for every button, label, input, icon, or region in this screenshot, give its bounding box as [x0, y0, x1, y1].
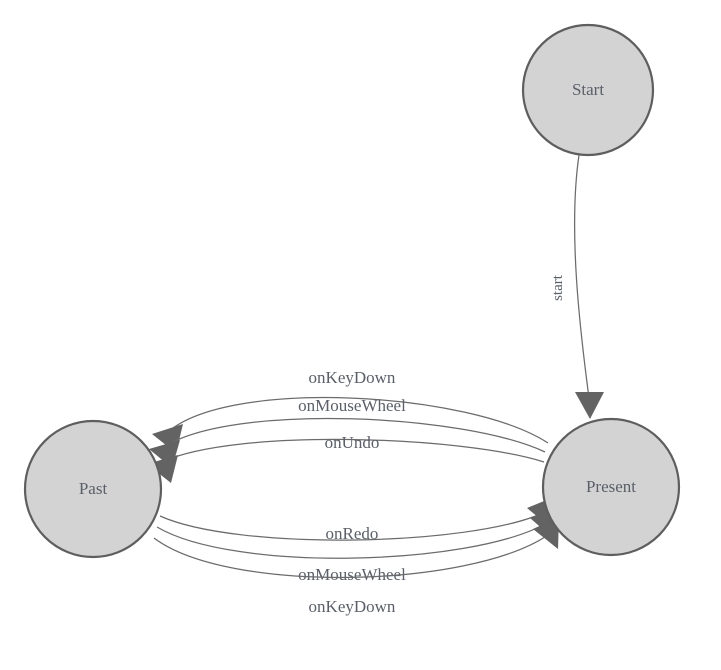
node-start-circle: [521, 23, 655, 157]
edge-past-to-present-onkeydown-path: [153, 534, 549, 579]
edge-present-to-past-onundo-path: [161, 438, 545, 463]
node-present-label: Present: [586, 477, 636, 496]
node-start[interactable]: Start: [521, 23, 655, 157]
edge-present-to-past-onmousewheel-path: [163, 417, 546, 453]
edge-start-to-present-arrowhead: [575, 392, 604, 419]
node-past-circle: [23, 419, 163, 559]
edge-present-to-past-onmousewheel[interactable]: onMouseWheel: [149, 396, 546, 468]
edge-start-to-present-path: [574, 154, 590, 399]
edge-start-to-present-label: start: [550, 274, 566, 301]
edge-start-to-present[interactable]: start: [550, 154, 604, 419]
node-present[interactable]: Present: [541, 417, 681, 557]
edge-past-to-present-onredo-path: [159, 512, 544, 541]
edge-past-to-present-onredo[interactable]: onRedo: [159, 497, 554, 543]
node-past-label: Past: [79, 479, 108, 498]
edge-past-to-present-onkeydown-label: onKeyDown: [309, 597, 396, 616]
node-present-circle: [541, 417, 681, 557]
edge-past-to-present-onmousewheel-label: onMouseWheel: [298, 565, 406, 584]
edge-past-to-present-onmousewheel-path: [156, 523, 546, 559]
edge-past-to-present-onkeydown[interactable]: onKeyDown: [153, 517, 559, 616]
edge-past-to-present-onredo-label: onRedo: [326, 524, 379, 543]
node-start-label: Start: [572, 80, 604, 99]
edge-present-to-past-onmousewheel-label: onMouseWheel: [298, 396, 406, 415]
edge-past-to-present-onmousewheel[interactable]: onMouseWheel: [156, 507, 556, 584]
node-past[interactable]: Past: [23, 419, 163, 559]
edge-present-to-past-onundo[interactable]: onUndo: [147, 433, 545, 483]
edge-past-to-present-onkeydown-arrowhead: [533, 517, 559, 549]
edge-present-to-past-onundo-label: onUndo: [325, 433, 380, 452]
edge-present-to-past-onkeydown-path: [167, 396, 549, 444]
edge-present-to-past-onkeydown-label: onKeyDown: [309, 368, 396, 387]
